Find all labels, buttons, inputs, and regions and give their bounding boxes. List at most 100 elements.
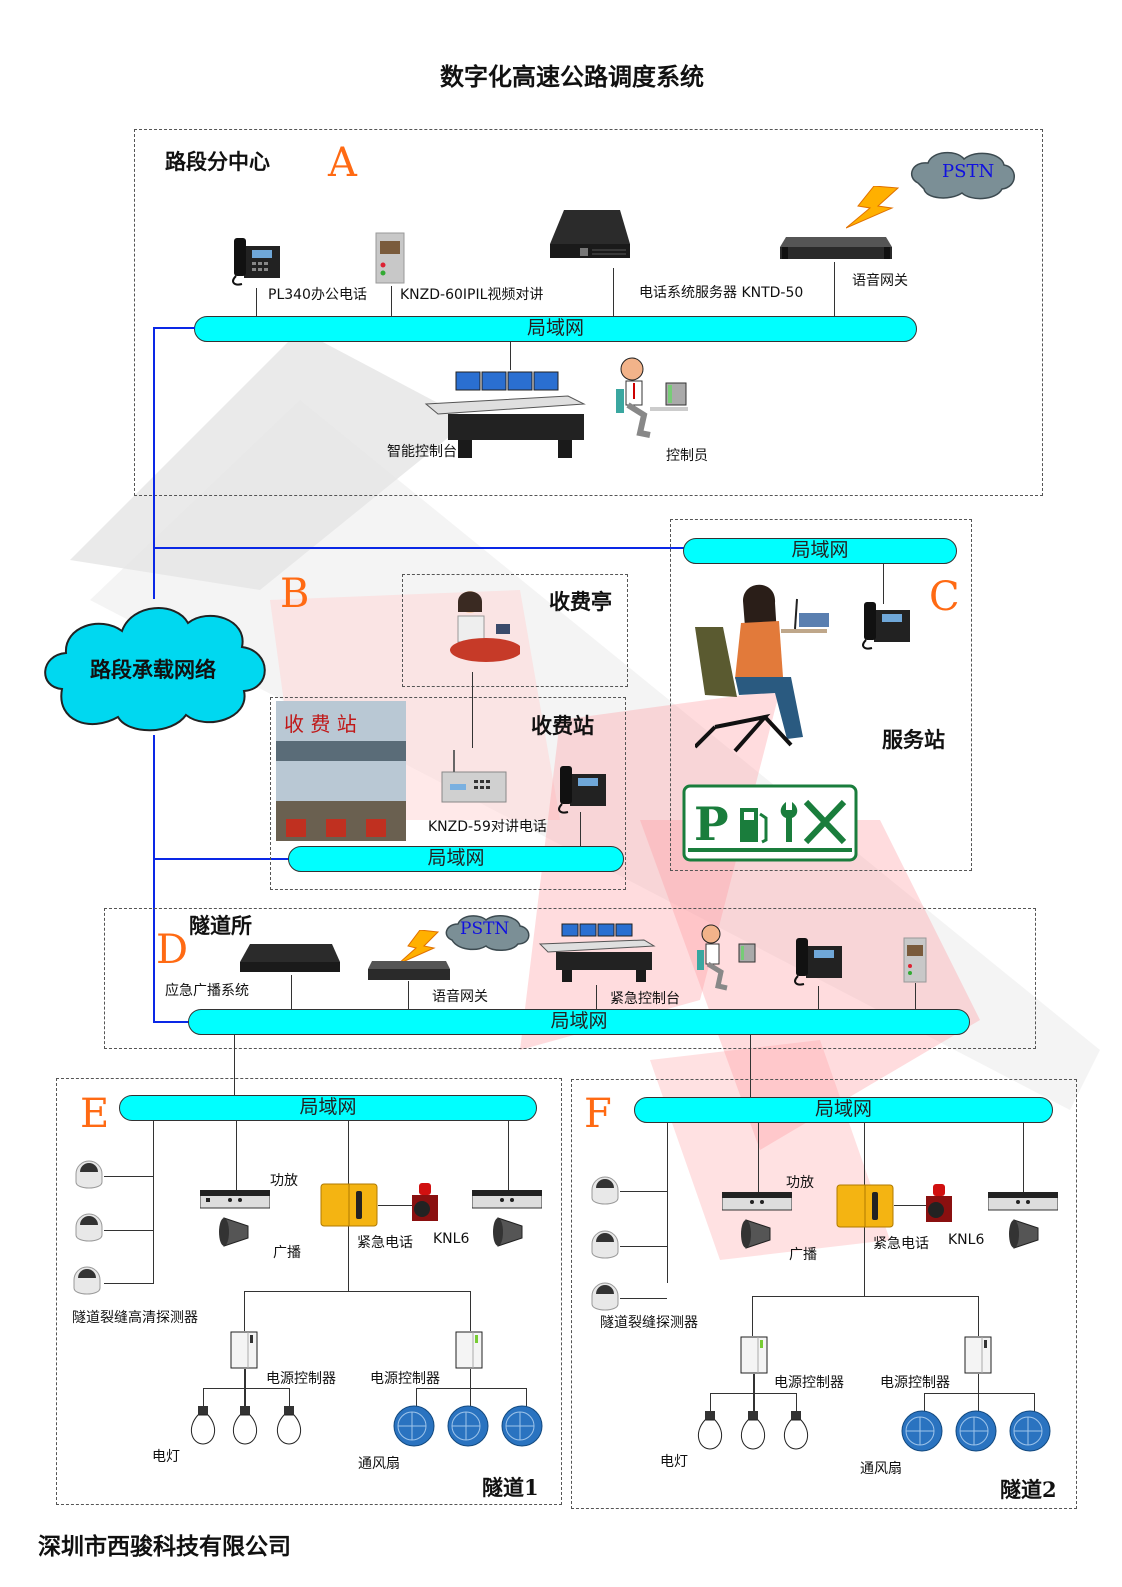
booth-attendant-icon bbox=[450, 591, 520, 662]
svg-text:收 费 站: 收 费 站 bbox=[284, 712, 357, 736]
control-console-icon bbox=[424, 371, 586, 458]
lights-label-f: 电灯 bbox=[660, 1454, 688, 1470]
page-title: 数字化高速公路调度系统 bbox=[440, 62, 704, 91]
power-controller-icon bbox=[740, 1336, 768, 1374]
service-attendant-icon bbox=[695, 584, 829, 753]
section-a-letter: A bbox=[328, 140, 357, 186]
amp-label-f: 功放 bbox=[786, 1175, 814, 1191]
ip-phone-icon bbox=[232, 238, 280, 286]
emergency-phone-label-f: 紧急电话 bbox=[873, 1236, 929, 1252]
device-label-voice-gateway-d: 语音网关 bbox=[432, 989, 488, 1005]
tunnel-label-1: 隧道1 bbox=[482, 1475, 539, 1500]
amplifier-icon bbox=[472, 1190, 542, 1209]
ip-phone-icon bbox=[558, 766, 606, 814]
toll-station-box bbox=[270, 697, 626, 890]
alarm-beacon-icon bbox=[412, 1183, 438, 1221]
amp-label-e: 功放 bbox=[270, 1173, 298, 1189]
backbone-trunk-top bbox=[153, 327, 155, 599]
section-d-box bbox=[104, 908, 1036, 1049]
toll-booth-title: 收费亭 bbox=[549, 589, 612, 614]
section-d-title: 隧道所 bbox=[189, 913, 252, 938]
cloud-icon bbox=[44, 607, 266, 732]
device-label-emergency-broadcast: 应急广播系统 bbox=[165, 983, 249, 999]
section-e-box bbox=[56, 1078, 562, 1505]
section-c-letter: C bbox=[929, 574, 960, 620]
pstn-label-a: PSTN bbox=[942, 161, 995, 182]
dome-camera-icon bbox=[75, 1213, 103, 1242]
emergency-phone-icon bbox=[320, 1183, 378, 1227]
server-icon bbox=[550, 210, 630, 258]
backbone-trunk-bottom bbox=[153, 735, 155, 1023]
device-label-emergency-console: 紧急控制台 bbox=[610, 991, 680, 1007]
toll-station-title: 收费站 bbox=[531, 713, 594, 738]
service-sign-icon: P bbox=[682, 784, 858, 862]
device-label-voice-gateway-a: 语音网关 bbox=[852, 273, 908, 289]
backbone-link-a bbox=[153, 327, 195, 329]
backbone-link-b bbox=[153, 858, 290, 860]
broadcast-label-e: 广播 bbox=[273, 1245, 301, 1261]
ip-phone-icon bbox=[794, 938, 842, 986]
device-label-phone-server: 电话系统服务器 KNTD-50 bbox=[639, 285, 804, 301]
section-c-box bbox=[670, 519, 972, 871]
horn-speaker-icon bbox=[219, 1217, 249, 1247]
device-label-knzd59: KNZD-59对讲电话 bbox=[428, 819, 547, 835]
ventilation-fan-icon bbox=[447, 1405, 489, 1447]
emergency-phone-label-e: 紧急电话 bbox=[357, 1235, 413, 1251]
control-console-icon bbox=[538, 923, 656, 982]
device-label-smart-console: 智能控制台 bbox=[387, 444, 457, 460]
lan-bus-f: 局域网 bbox=[634, 1097, 1053, 1123]
horn-speaker-icon bbox=[741, 1219, 771, 1249]
power-ctrl-label-f2: 电源控制器 bbox=[880, 1375, 950, 1391]
device-label-video-intercom: KNZD-60IPIL视频对讲 bbox=[400, 287, 544, 303]
lightning-icon bbox=[398, 930, 440, 965]
power-controller-icon bbox=[455, 1331, 483, 1369]
dome-camera-icon bbox=[591, 1282, 619, 1311]
alarm-beacon-icon bbox=[926, 1184, 952, 1222]
pstn-cloud-icon bbox=[910, 151, 1015, 200]
amplifier-icon bbox=[200, 1190, 270, 1209]
power-ctrl-label-f1: 电源控制器 bbox=[774, 1375, 844, 1391]
ip-phone-icon bbox=[862, 602, 910, 650]
voice-gateway-icon bbox=[368, 961, 450, 980]
light-bulb-icon bbox=[697, 1411, 723, 1450]
device-label-office-phone: PL340办公电话 bbox=[268, 287, 367, 303]
pstn-label-d: PSTN bbox=[460, 919, 510, 939]
fans-label-e: 通风扇 bbox=[358, 1456, 400, 1472]
lan-bus-b: 局域网 bbox=[288, 846, 624, 872]
dome-camera-icon bbox=[591, 1176, 619, 1205]
fans-label-f: 通风扇 bbox=[860, 1461, 902, 1477]
section-a-box bbox=[134, 129, 1043, 496]
power-ctrl-label-e2: 电源控制器 bbox=[370, 1371, 440, 1387]
ventilation-fan-icon bbox=[901, 1410, 943, 1452]
backbone-link-c bbox=[153, 547, 684, 549]
server-icon bbox=[240, 944, 340, 972]
horn-speaker-icon bbox=[1009, 1219, 1039, 1249]
device-label-operator: 控制员 bbox=[666, 448, 708, 464]
light-bulb-icon bbox=[783, 1411, 809, 1450]
ventilation-fan-icon bbox=[955, 1410, 997, 1452]
alarm-label-f: KNL6 bbox=[948, 1232, 985, 1248]
horn-speaker-icon bbox=[493, 1217, 523, 1247]
dome-camera-icon bbox=[73, 1266, 101, 1295]
section-d-letter: D bbox=[156, 927, 189, 973]
section-f-letter: F bbox=[584, 1091, 612, 1137]
power-controller-icon bbox=[230, 1331, 258, 1369]
lightning-icon bbox=[846, 186, 900, 229]
backbone-label: 路段承载网络 bbox=[90, 657, 216, 682]
power-ctrl-label-e1: 电源控制器 bbox=[266, 1371, 336, 1387]
detector-label-e: 隧道裂缝高清探测器 bbox=[72, 1310, 198, 1326]
ventilation-fan-icon bbox=[1009, 1410, 1051, 1452]
section-b-letter: B bbox=[280, 571, 310, 617]
lan-bus-a: 局域网 bbox=[194, 316, 917, 342]
detector-label-f: 隧道裂缝探测器 bbox=[600, 1315, 698, 1331]
amplifier-icon bbox=[722, 1192, 792, 1211]
section-a-title: 路段分中心 bbox=[165, 149, 270, 174]
lan-bus-c: 局域网 bbox=[683, 538, 957, 564]
light-bulb-icon bbox=[232, 1406, 258, 1445]
section-e-letter: E bbox=[80, 1091, 110, 1137]
lights-label-e: 电灯 bbox=[152, 1449, 180, 1465]
power-controller-icon bbox=[964, 1336, 992, 1374]
emergency-phone-icon bbox=[836, 1184, 894, 1228]
ventilation-fan-icon bbox=[393, 1405, 435, 1447]
broadcast-label-f: 广播 bbox=[789, 1247, 817, 1263]
